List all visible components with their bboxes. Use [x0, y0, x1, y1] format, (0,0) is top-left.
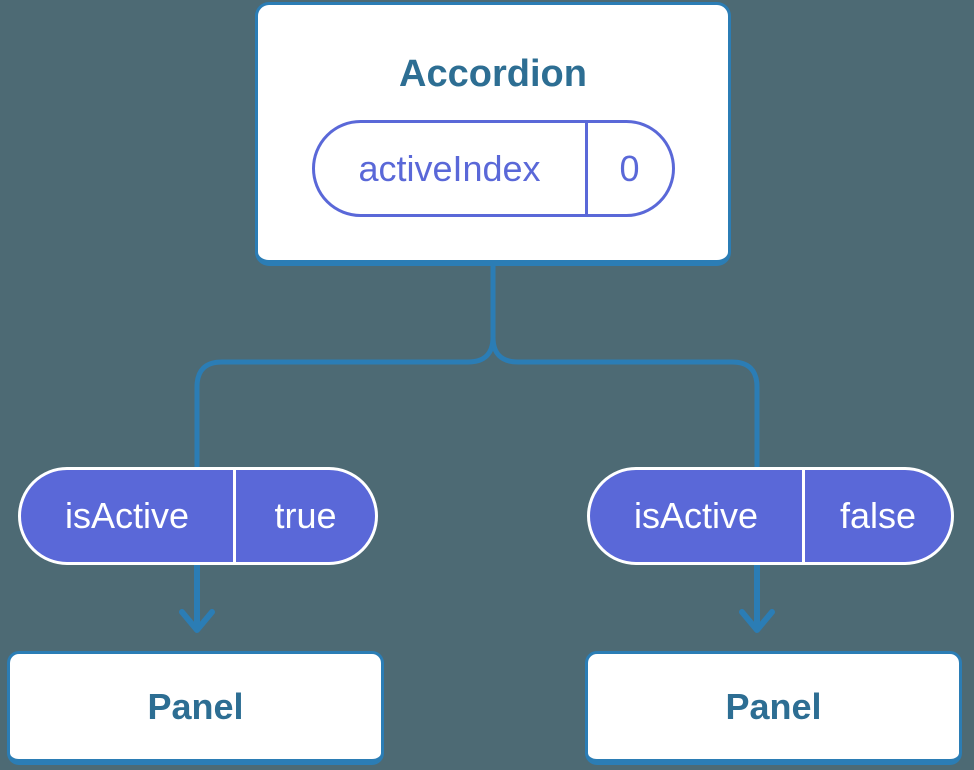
prop-value: true	[274, 495, 337, 536]
state-pill: activeIndex 0	[311, 120, 675, 217]
arrow-right	[739, 562, 775, 633]
accordion-component-box: Accordion activeIndex 0	[255, 2, 731, 266]
prop-pill-left: isActive true	[18, 467, 378, 565]
component-title: Accordion	[399, 53, 587, 95]
panel-box-left: Panel	[7, 651, 384, 765]
panel-title: Panel	[147, 685, 244, 727]
connector-branch-left	[194, 264, 496, 470]
panel-box-right: Panel	[585, 651, 962, 765]
state-name: activeIndex	[315, 123, 588, 214]
prop-pill-right: isActive false	[587, 467, 954, 565]
connector-branch-right	[490, 264, 760, 470]
panel-title: Panel	[725, 685, 822, 727]
prop-name: isActive	[590, 470, 805, 562]
prop-value: false	[839, 495, 917, 536]
state-value: 0	[619, 147, 640, 189]
prop-name: isActive	[21, 470, 236, 562]
arrow-left	[179, 562, 215, 633]
